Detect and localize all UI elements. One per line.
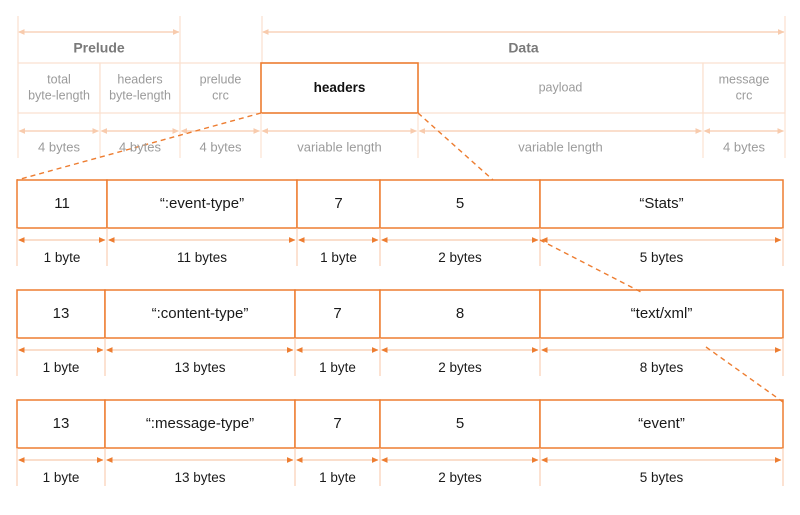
overview-size-label-4: variable length — [518, 139, 603, 155]
row-message-type-header-cell-0: 13 — [52, 415, 70, 433]
row-content-type-header-size-0: 1 byte — [42, 360, 80, 376]
row-message-type-header-cell-1: “:message-type” — [145, 415, 255, 433]
overview-size-label-3: variable length — [297, 139, 382, 155]
overview-span-label-prelude: Prelude — [73, 39, 125, 56]
row-content-type-header-size-4: 8 bytes — [639, 360, 684, 376]
headers-to-row1-left — [16, 112, 262, 181]
row-content-type-header-cell-3: 8 — [455, 305, 465, 323]
row-content-type-header-cell-1: “:content-type” — [151, 305, 249, 323]
row-message-type-header-size-3: 2 bytes — [438, 470, 482, 486]
row-content-type-header-cell-4: “text/xml” — [630, 305, 693, 323]
row-event-type-header-size-4: 5 bytes — [639, 250, 684, 266]
overview-span-label-data: Data — [508, 39, 539, 56]
overview-cell-message-crc-line2: crc — [735, 88, 753, 103]
row-content-type-header-cell-0: 13 — [52, 305, 70, 323]
overview-cell-message-crc-line1: message — [718, 72, 770, 87]
overview-cell-total-byte-length-line1: total — [47, 72, 71, 87]
overview-cell-prelude-crc-line2: crc — [212, 88, 229, 103]
row-event-type-header-size-3: 2 bytes — [438, 250, 482, 266]
row-content-type-header-cell-2: 7 — [333, 305, 342, 323]
overview-cell-headers-byte-length-line2: byte-length — [109, 88, 171, 103]
row-content-type-header-size-3: 2 bytes — [438, 360, 482, 376]
row-event-type-header-cell-4: “Stats” — [639, 195, 684, 213]
overview-size-label-5: 4 bytes — [723, 139, 765, 155]
row-event-type-header-size-2: 1 byte — [320, 250, 357, 266]
row-event-type-header-cell-1: “:event-type” — [159, 195, 245, 213]
row-event-type-header-cell-3: 5 — [455, 195, 465, 213]
overview-cell-headers-label: headers — [313, 80, 366, 96]
row-event-type-header-cell-0: 11 — [54, 195, 70, 213]
row-message-type-header-size-4: 5 bytes — [639, 470, 684, 486]
row1-to-row2 — [539, 239, 642, 293]
row-message-type-header-size-2: 1 byte — [319, 470, 356, 486]
overview-cell-payload-label: payload — [538, 80, 583, 95]
row-message-type-header-size-1: 13 bytes — [174, 470, 226, 486]
row-content-type-header-size-1: 13 bytes — [174, 360, 226, 376]
overview-size-label-2: 4 bytes — [199, 139, 242, 155]
overview-cell-total-byte-length-line2: byte-length — [28, 88, 90, 103]
row-message-type-header-cell-4: “event” — [638, 415, 685, 433]
row-content-type-header-size-2: 1 byte — [319, 360, 356, 376]
headers-to-row1-right — [417, 112, 494, 181]
overview-size-label-1: 4 bytes — [119, 139, 161, 155]
row-event-type-header-size-0: 1 byte — [43, 250, 81, 266]
row-event-type-header-cell-2: 7 — [334, 195, 343, 213]
row-message-type-header-size-0: 1 byte — [42, 470, 80, 486]
overview-cell-headers-byte-length-line1: headers — [117, 72, 163, 87]
overview-cell-prelude-crc-line1: prelude — [199, 72, 242, 87]
row-event-type-header-size-1: 11 bytes — [176, 250, 228, 266]
row-message-type-header-cell-3: 5 — [455, 415, 465, 433]
row2-to-row3 — [705, 346, 784, 403]
row-message-type-header-cell-2: 7 — [333, 415, 342, 433]
overview-size-label-0: 4 bytes — [38, 139, 80, 155]
